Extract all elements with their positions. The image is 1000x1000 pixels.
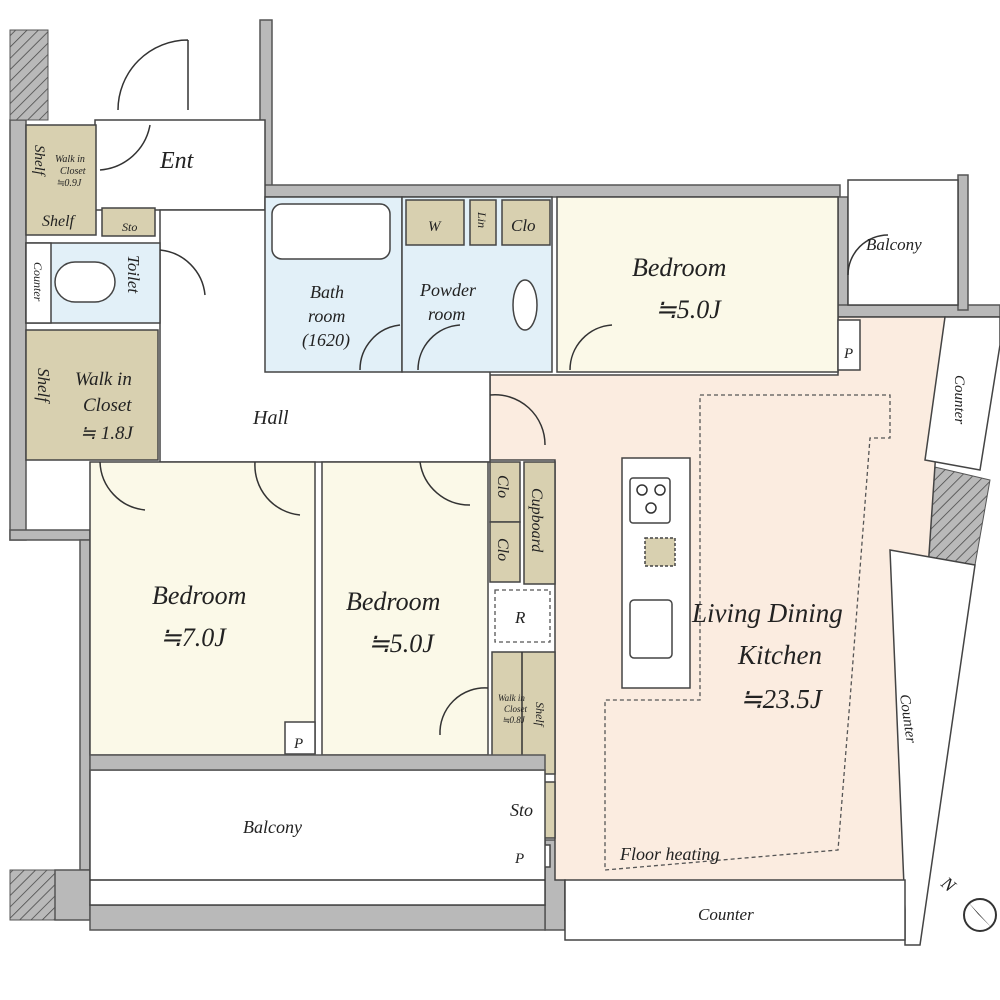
counter-east [889, 549, 976, 946]
cupboard [523, 461, 556, 585]
label-sto-kitchen: Sto [510, 800, 533, 820]
powder-closet [501, 199, 551, 246]
label-ldk-1: Living Dining [691, 598, 843, 628]
label-bedroom-center-size: ≒5.0J [368, 629, 435, 658]
label-pipe-west: P [293, 736, 303, 752]
fridge-space [494, 589, 551, 643]
label-wic-kitchen-1: Walk in [498, 693, 525, 703]
washbasin-icon [512, 279, 538, 331]
kitchen-island [621, 457, 691, 689]
label-bath-2: room [308, 306, 345, 326]
walls [9, 19, 1000, 931]
label-wic-small-2: Closet [60, 166, 86, 177]
label-counter-east: Counter [896, 693, 919, 744]
toilet-counter [25, 242, 52, 324]
label-wic-kitchen-3: ≒0.8J [502, 715, 526, 725]
label-closet-2: Clo [494, 538, 511, 561]
bedroom-center [321, 461, 489, 756]
label-shelf-kitchen: Shelf [533, 702, 547, 728]
label-wic-small-3: ≒0.9J [56, 178, 82, 189]
label-closet-1: Clo [494, 475, 511, 498]
label-bedroom-west: Bedroom [152, 581, 246, 610]
label-wic-main-3: ≒ 1.8J [80, 423, 134, 444]
label-pipe-ne: P [843, 346, 853, 362]
label-counter-ne: Counter [951, 375, 967, 424]
label-bedroom-ne-size: ≒5.0J [655, 295, 722, 324]
label-sto-ent: Sto [122, 220, 137, 234]
label-powder-1: Powder [419, 280, 477, 300]
label-bath-1: Bath [310, 282, 344, 302]
floor-heating-area [604, 394, 891, 871]
label-toilet: Toilet [124, 255, 143, 294]
doors [99, 39, 889, 736]
storage-ent [101, 207, 156, 237]
label-washer: W [428, 219, 442, 235]
sink-icon [629, 599, 673, 659]
label-shelf-wic: Shelf [34, 368, 53, 404]
label-ldk-2: Kitchen [737, 640, 822, 670]
label-wic-small-1: Walk in [55, 154, 85, 165]
stove-icon [629, 477, 671, 524]
compass-north: N [937, 872, 961, 896]
label-balcony-south: Balcony [243, 817, 302, 837]
label-bedroom-center: Bedroom [346, 587, 440, 616]
label-counter-toilet: Counter [31, 262, 45, 302]
walk-in-closet-main [25, 329, 159, 461]
label-shelf-h: Shelf [42, 213, 77, 230]
counter-south [564, 879, 906, 941]
label-ldk-size: ≒23.5J [740, 684, 824, 714]
label-wic-kitchen-2: Closet [504, 704, 528, 714]
label-bath-3: (1620) [302, 330, 350, 351]
walk-in-closet-small [25, 124, 97, 236]
label-fridge: R [514, 608, 526, 627]
label-counter-south: Counter [698, 905, 754, 924]
counter-ne [924, 316, 1000, 471]
label-cupboard: Cupboard [528, 488, 545, 553]
washer-space [405, 199, 465, 246]
bedroom-west [89, 461, 316, 756]
closet-2 [489, 521, 521, 583]
label-hall: Hall [252, 407, 289, 429]
balcony-south [89, 769, 546, 906]
balcony-ne [847, 179, 959, 306]
toilet-icon [54, 261, 116, 303]
label-powder-2: room [428, 304, 465, 324]
label-pipe-kitchen: P [514, 851, 524, 867]
bedroom-ne [556, 196, 839, 373]
linen-closet [469, 199, 497, 246]
label-wic-main-2: Closet [83, 395, 132, 416]
label-closet-powder: Clo [511, 216, 536, 235]
label-bedroom-ne: Bedroom [632, 253, 726, 282]
label-balcony-ne: Balcony [866, 235, 922, 254]
label-shelf-v: Shelf [31, 145, 47, 177]
label-linen: Lin [475, 211, 489, 228]
label-floor-heating: Floor heating [619, 844, 720, 864]
bathtub-icon [271, 203, 391, 260]
compass-icon: N [937, 872, 997, 932]
entrance [94, 119, 266, 211]
label-ent: Ent [159, 148, 195, 174]
label-bedroom-west-size: ≒7.0J [160, 623, 227, 652]
label-wic-main-1: Walk in [75, 369, 132, 390]
